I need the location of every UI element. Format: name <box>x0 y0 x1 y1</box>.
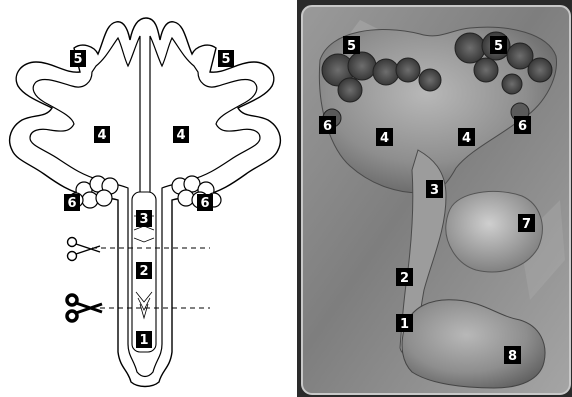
svg-text:4: 4 <box>462 131 471 146</box>
photo-label-5-left: 5 <box>343 36 360 54</box>
diagram-label-4-right: 4 <box>173 126 189 143</box>
svg-text:1: 1 <box>139 333 148 348</box>
svg-text:2: 2 <box>139 264 148 279</box>
photo-label-7: 7 <box>518 214 535 232</box>
svg-text:3: 3 <box>430 183 439 198</box>
photo-label-4-right: 4 <box>458 128 475 146</box>
photo-label-6-left: 6 <box>319 116 336 134</box>
scissors-solid-icon <box>67 295 102 321</box>
svg-text:5: 5 <box>347 39 356 54</box>
photo-label-3: 3 <box>426 180 443 198</box>
svg-text:5: 5 <box>221 52 230 67</box>
diagram-label-2: 2 <box>136 262 152 279</box>
svg-text:6: 6 <box>518 119 527 134</box>
scissors-outline-icon <box>68 238 101 261</box>
photo-label-8: 8 <box>504 346 521 364</box>
photo-label-2: 2 <box>396 268 413 286</box>
reproductive-tract-diagram: 5 5 4 4 6 6 3 2 <box>10 18 281 387</box>
svg-text:3: 3 <box>139 212 148 227</box>
diagram-label-1: 1 <box>136 331 152 348</box>
svg-text:6: 6 <box>323 119 332 134</box>
svg-text:6: 6 <box>200 196 209 211</box>
diagram-label-4-left: 4 <box>94 126 110 143</box>
svg-text:6: 6 <box>67 196 76 211</box>
photo-label-5-right: 5 <box>490 36 507 54</box>
photo-label-4-left: 4 <box>376 128 393 146</box>
svg-text:4: 4 <box>176 128 185 143</box>
photo-label-6-right: 6 <box>514 116 531 134</box>
photo-label-1: 1 <box>396 314 413 332</box>
diagram-label-6-right: 6 <box>197 194 213 211</box>
svg-text:2: 2 <box>400 271 409 286</box>
diagram-label-3: 3 <box>136 210 152 227</box>
diagram-label-6-left: 6 <box>64 194 80 211</box>
svg-text:5: 5 <box>73 52 82 67</box>
svg-text:7: 7 <box>522 217 531 232</box>
diagram-label-5-left: 5 <box>70 50 86 67</box>
svg-text:4: 4 <box>97 128 106 143</box>
svg-text:8: 8 <box>508 349 517 364</box>
svg-text:1: 1 <box>400 317 409 332</box>
diagram-label-5-right: 5 <box>218 50 234 67</box>
svg-text:4: 4 <box>380 131 389 146</box>
svg-text:5: 5 <box>494 39 503 54</box>
specimen-photo: 5 5 6 6 4 4 3 7 <box>297 0 572 397</box>
